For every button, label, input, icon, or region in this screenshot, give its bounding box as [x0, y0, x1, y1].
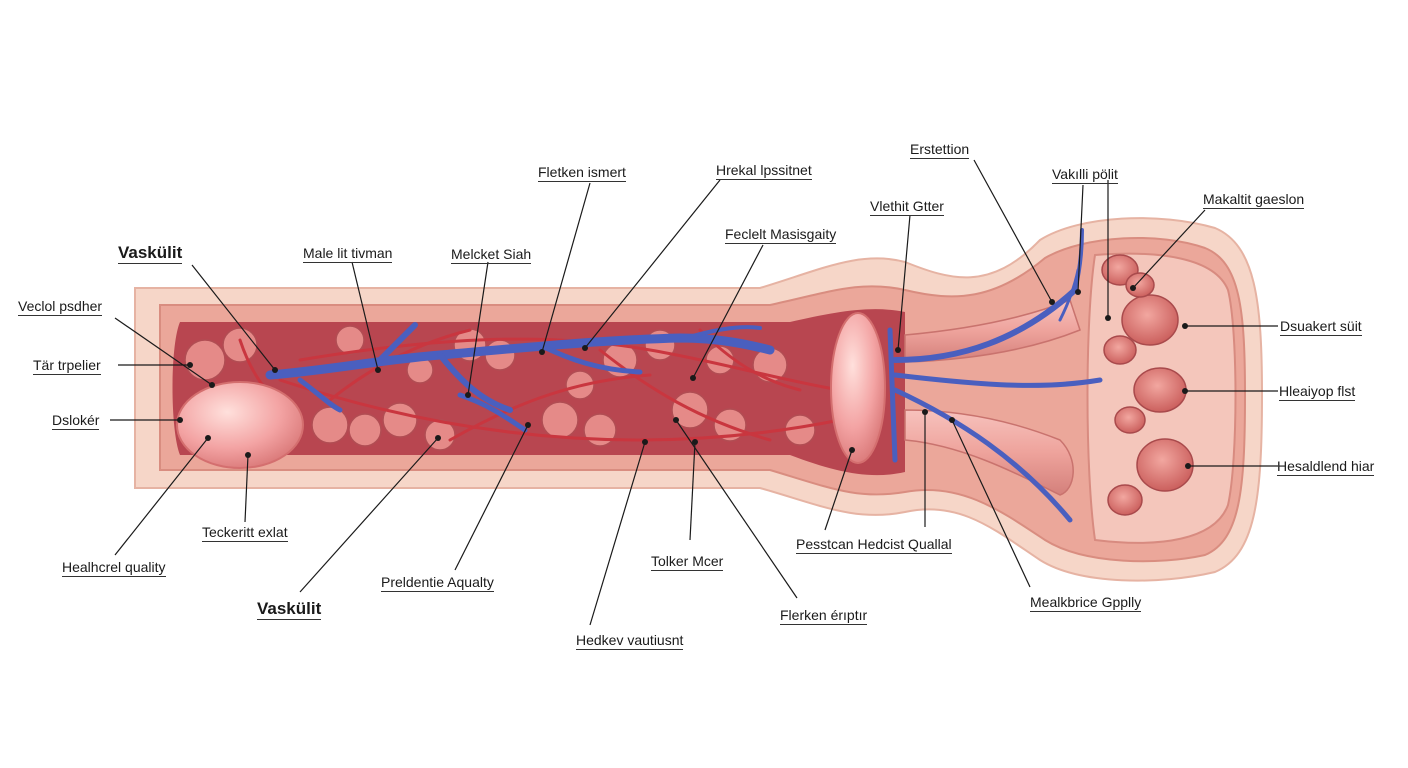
- label-flerken-erupur: Flerken érıptır: [780, 607, 868, 625]
- bulb-lobes: [1101, 254, 1194, 516]
- label-male-lit-tivman: Male lit tivman: [303, 245, 393, 263]
- label-vaskulit-top: Vaskülit: [118, 243, 183, 264]
- label-hedkev-vautiusnt: Hedkev vautiusnt: [576, 632, 684, 650]
- label-melcket-siah: Melcket Siah: [451, 246, 532, 264]
- lower-tube: [904, 409, 1074, 496]
- label-erstettion: Erstettion: [910, 141, 970, 159]
- label-dslokier: Dslokér: [52, 412, 100, 430]
- label-pesstcan-hedcist-quallal: Pesstcan Hedcist Quallal: [796, 536, 952, 554]
- label-hrekal-lpssitnet: Hrekal lpssitnet: [716, 162, 812, 180]
- leader-lines: [110, 159, 1278, 626]
- label-feclelt-masisgaity: Feclelt Masisgaity: [725, 226, 837, 244]
- label-hleaiyop-flst: Hleaiyop flst: [1279, 383, 1356, 401]
- label-vlethit-gter: Vlethit Gtter: [870, 198, 944, 216]
- label-teckeritt-exlat: Teckeritt exlat: [202, 524, 288, 542]
- label-healhcrel-quality: Healhcrel quality: [62, 559, 166, 577]
- label-mealkbrice-gpplly: Mealkbrice Gpplly: [1030, 594, 1142, 612]
- label-tolker-mcer: Tolker Mcer: [651, 553, 724, 571]
- label-hesaldlend-hiar: Hesaldlend hiar: [1277, 458, 1375, 476]
- label-vaklit-polit: Vakılli pölit: [1052, 166, 1118, 184]
- label-predlentie-aqualty: Preldentie Aqualty: [381, 574, 494, 592]
- label-dsuakert-siit: Dsuakert süit: [1280, 318, 1362, 336]
- label-fletken-ismert: Fletken ismert: [538, 164, 626, 182]
- label-vaskulit-bottom: Vaskülit: [257, 599, 322, 620]
- label-veclol-psdher: Veclol psdher: [18, 298, 103, 316]
- left-node: [176, 381, 304, 469]
- leader-dots: [177, 285, 1191, 469]
- upper-tube: [904, 299, 1081, 363]
- label-makaltit-gaesion: Makaltit gaeslon: [1203, 191, 1305, 209]
- label-tar-trpelier: Tär trpelier: [33, 357, 101, 375]
- right-node: [830, 312, 886, 464]
